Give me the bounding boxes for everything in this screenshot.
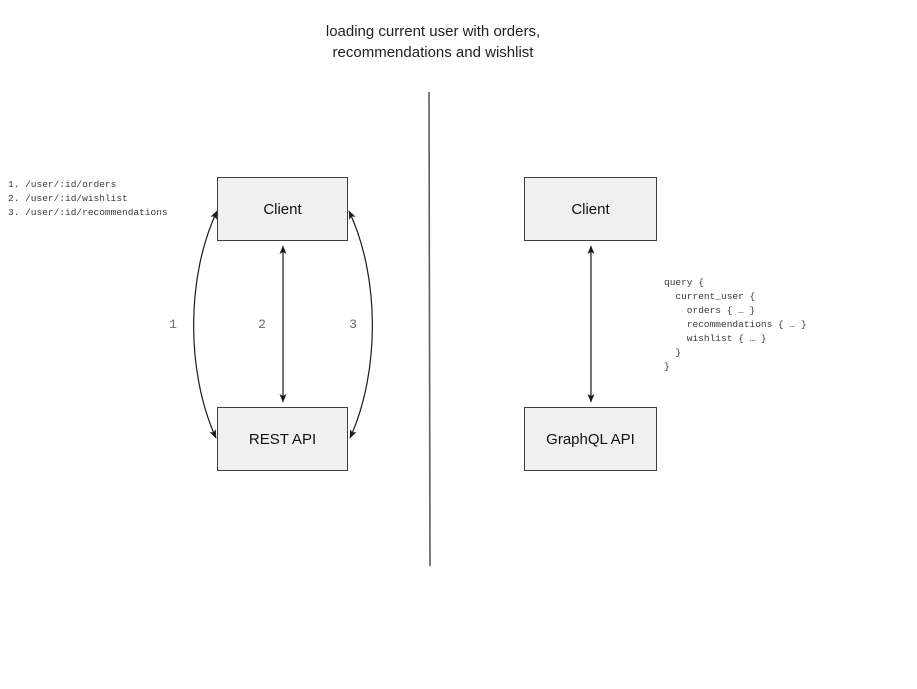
rest-arrow-3 bbox=[348, 210, 373, 439]
rest-api-label: REST API bbox=[248, 430, 317, 448]
rest-api-node: REST API bbox=[217, 407, 348, 471]
rest-client-node: Client bbox=[217, 177, 348, 241]
rest-arrow-1 bbox=[193, 210, 218, 439]
divider-line bbox=[428, 91, 431, 567]
arrow-label-1: 1 bbox=[169, 317, 177, 332]
diagram-title: loading current user with orders, recomm… bbox=[325, 23, 541, 61]
graphql-client-node: Client bbox=[524, 177, 657, 241]
graphql-client-label: Client bbox=[571, 200, 610, 218]
rest-client-label: Client bbox=[263, 200, 302, 218]
graphql-api-label: GraphQL API bbox=[546, 430, 635, 448]
arrow-label-2: 2 bbox=[258, 317, 266, 332]
graphql-api-node: GraphQL API bbox=[524, 407, 657, 471]
rest-endpoints-list: 1. /user/:id/orders 2. /user/:id/wishlis… bbox=[8, 179, 168, 218]
graphql-query-text: query { current_user { orders { … } reco… bbox=[664, 277, 807, 372]
arrow-label-3: 3 bbox=[349, 317, 357, 332]
